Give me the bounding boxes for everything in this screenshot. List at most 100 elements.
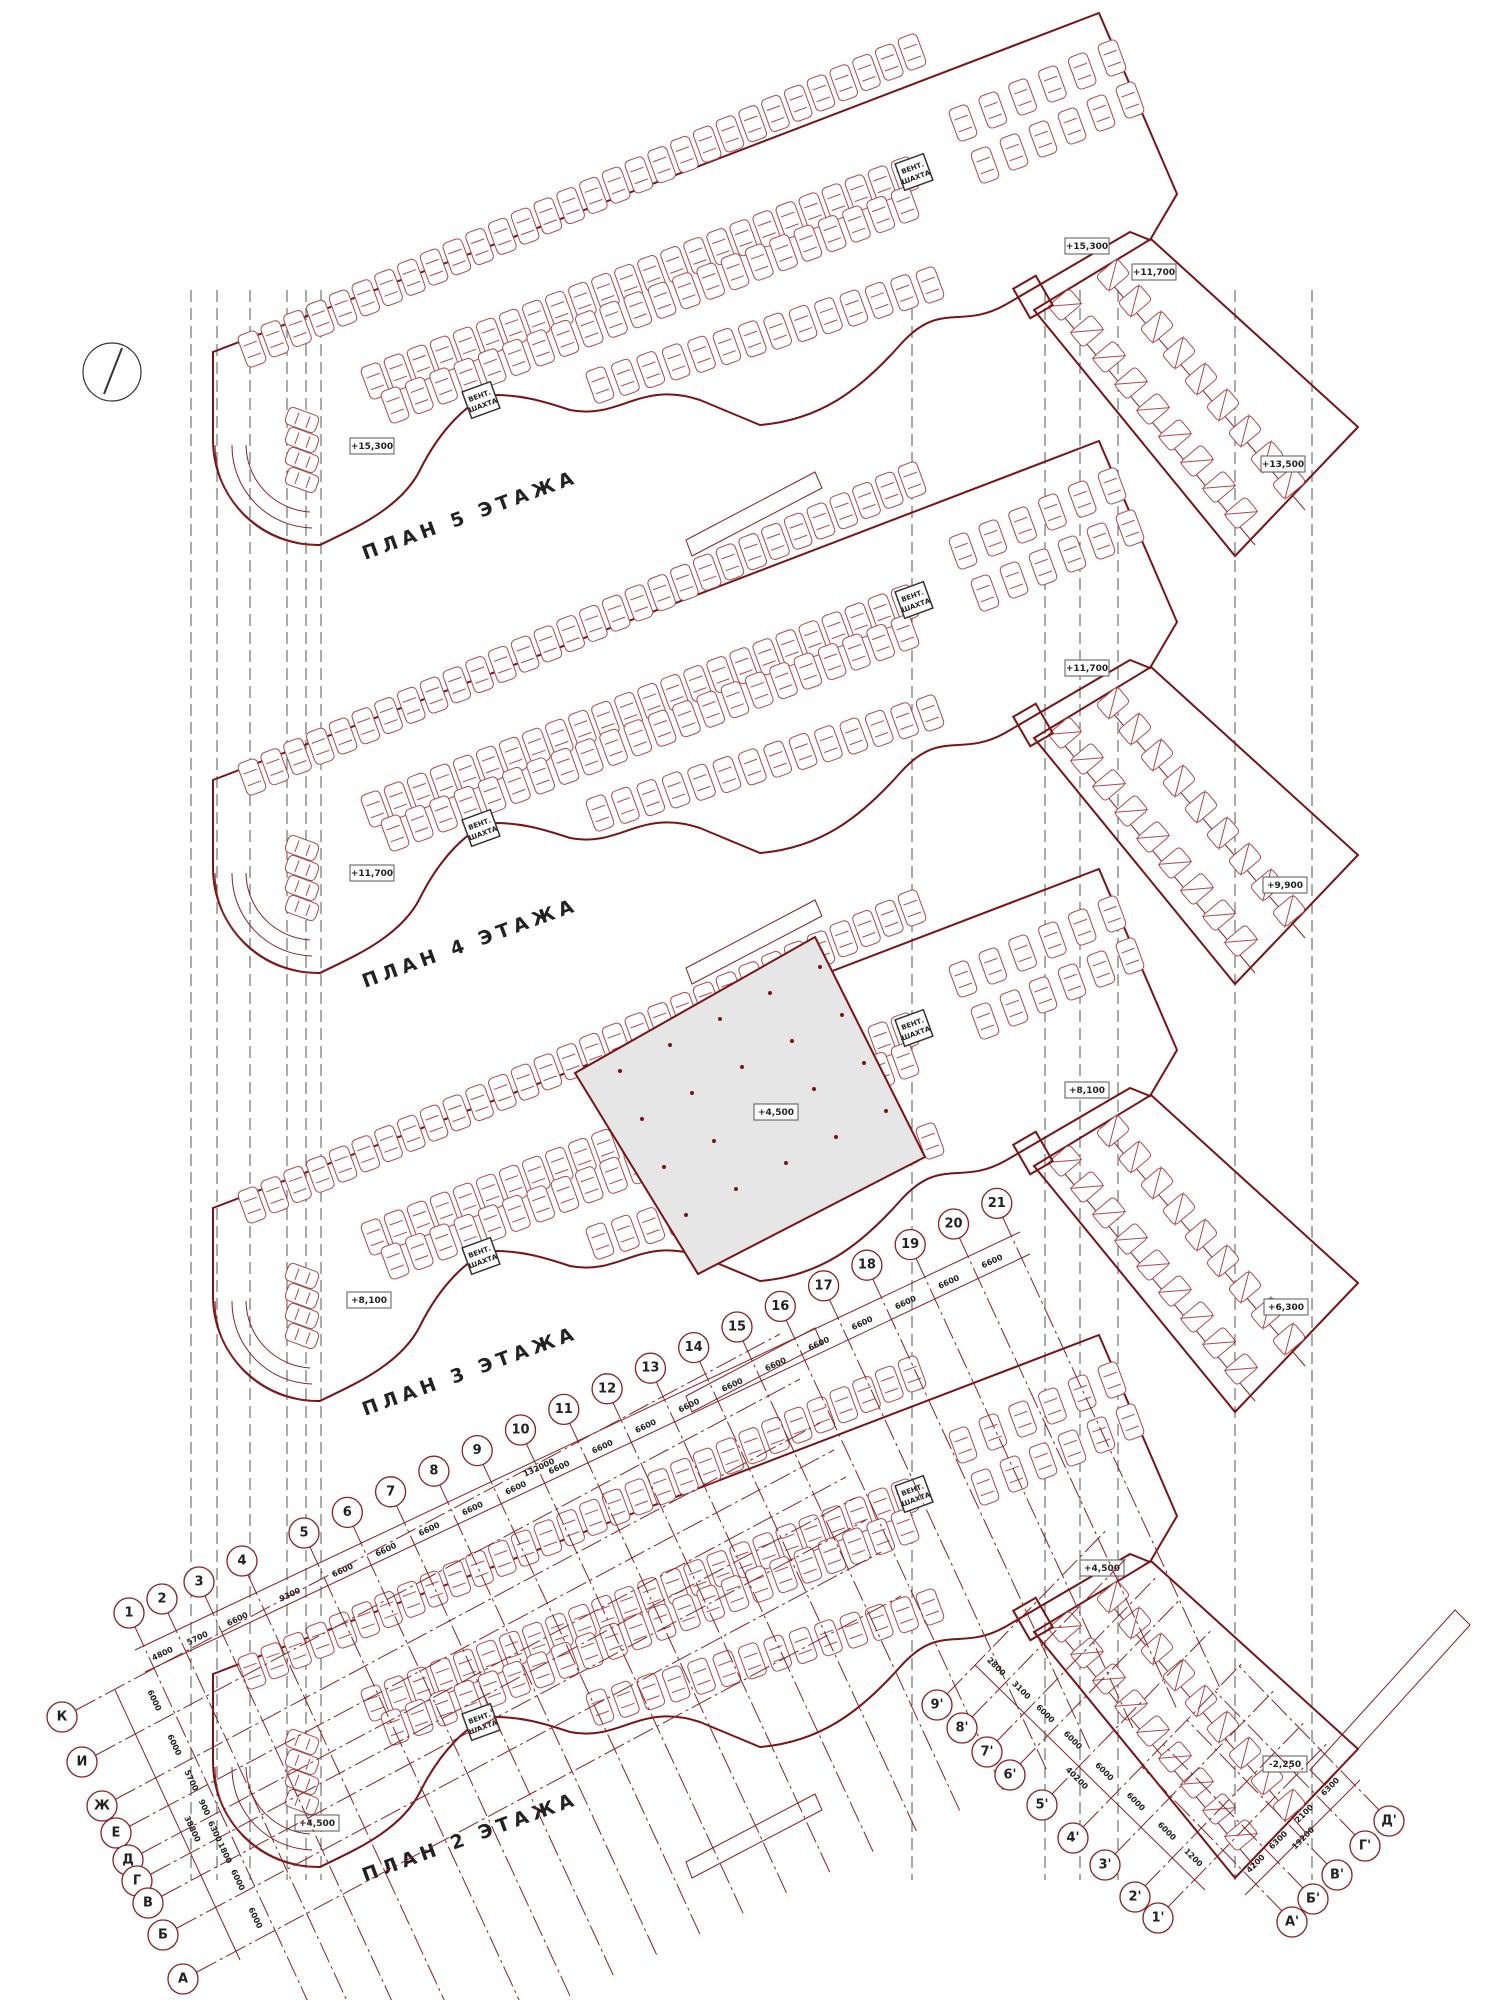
parking-stall: [611, 1214, 640, 1252]
car-windshield: [311, 738, 326, 744]
parking-stall: [1067, 908, 1097, 946]
parking-stall: [284, 854, 320, 882]
car-rear-window: [839, 1408, 853, 1414]
car-rear-window: [512, 360, 526, 367]
car-rear-window: [925, 1610, 940, 1617]
car-rear-window: [747, 1664, 762, 1671]
car-windshield: [483, 1214, 497, 1221]
car-icon: [585, 794, 615, 832]
car-rear-window: [725, 1459, 740, 1466]
parking-stall: [687, 763, 716, 801]
ramp-tower: [1011, 1559, 1360, 1880]
car-windshield: [294, 1774, 300, 1786]
car-windshield: [493, 1550, 508, 1556]
car-windshield: [580, 320, 595, 327]
car-windshield: [642, 361, 656, 368]
stall-cross: [1091, 355, 1127, 359]
tower-stall: [1162, 1192, 1196, 1226]
parking-stall: [672, 1594, 701, 1632]
car-windshield: [458, 336, 472, 343]
car-icon: [744, 1565, 774, 1603]
parking-stall: [1038, 1387, 1067, 1425]
tower-stall: [1201, 1793, 1237, 1825]
axis-label: 3': [1098, 1858, 1111, 1873]
parking-stall: [948, 104, 978, 142]
elevation-mark-value: +9,900: [1267, 881, 1303, 891]
parking-stall: [829, 492, 859, 530]
car-icon: [738, 1642, 767, 1680]
tower-stall: [1206, 1710, 1240, 1744]
car-windshield: [880, 54, 895, 60]
car-windshield: [789, 1417, 804, 1423]
parking-stall: [404, 376, 434, 414]
axis-bubble: [1321, 1859, 1353, 1891]
car-windshield: [774, 1566, 789, 1573]
car-icon: [284, 446, 320, 474]
car-rear-window: [725, 137, 740, 144]
car-rear-window: [414, 1255, 429, 1261]
car-rear-window: [305, 436, 311, 448]
car-rear-window: [706, 284, 720, 291]
car-icon: [305, 1621, 335, 1659]
car-windshield: [845, 299, 859, 306]
car-icon: [284, 1788, 320, 1816]
car-icon: [623, 719, 653, 757]
car-icon: [1115, 937, 1145, 975]
axis-label: 4': [1066, 1831, 1079, 1846]
car-icon: [601, 594, 631, 632]
car-rear-window: [785, 223, 799, 230]
car-windshield: [357, 1611, 371, 1618]
car-rear-window: [771, 544, 785, 551]
axis-bubble-number: 10: [504, 1414, 537, 1446]
axis-bubble-letter: И: [66, 1746, 98, 1778]
car-windshield: [845, 727, 859, 734]
parking-stall: [419, 676, 449, 714]
car-windshield: [835, 1396, 849, 1403]
grid-axis-line: [439, 1484, 659, 1959]
car-windshield: [857, 920, 872, 927]
parking-stall: [351, 279, 381, 317]
car-icon: [948, 104, 978, 142]
car-rear-window: [1047, 943, 1062, 950]
axis-bubble: [1297, 1883, 1329, 1915]
axis-bubble-prime-letter: Д': [1373, 1805, 1405, 1837]
car-rear-window: [508, 1186, 523, 1193]
axis-bubble: [1119, 1881, 1151, 1913]
car-icon: [970, 1002, 1000, 1040]
car-icon: [429, 1191, 459, 1229]
car-rear-window: [679, 585, 694, 592]
car-rear-window: [566, 209, 580, 215]
stall-cross: [1069, 329, 1105, 333]
car-icon: [533, 1519, 563, 1557]
car-rear-window: [633, 313, 647, 320]
car-windshield: [386, 1718, 400, 1725]
car-icon: [948, 532, 978, 570]
parking-stall: [844, 602, 874, 640]
axis-label: И: [77, 1755, 88, 1770]
car-icon: [672, 1594, 701, 1632]
car-icon: [670, 1457, 699, 1495]
car-icon: [1057, 535, 1087, 573]
car-rear-window: [315, 749, 330, 756]
car-icon: [783, 1406, 813, 1444]
stall-cross: [1069, 757, 1105, 761]
car-windshield: [459, 368, 473, 374]
car-windshield: [721, 1447, 735, 1454]
stall-cross: [1201, 913, 1237, 917]
parking-stall: [284, 1322, 320, 1350]
car-icon: [715, 543, 745, 581]
car-windshield: [1043, 1397, 1058, 1404]
tower-stall: [1091, 1197, 1127, 1229]
car-rear-window: [907, 911, 922, 918]
elevation-mark: +11,700: [1064, 659, 1110, 677]
car-icon: [1097, 467, 1127, 505]
car-rear-window: [305, 1312, 311, 1324]
car-windshield: [386, 824, 400, 831]
car-windshield: [294, 452, 300, 464]
axis-bubble: [721, 1311, 753, 1343]
car-icon: [351, 279, 381, 317]
car-icon: [852, 481, 881, 519]
car-rear-window: [487, 370, 502, 377]
tower-stall: [1157, 1275, 1193, 1307]
parking-stall: [844, 1496, 874, 1534]
